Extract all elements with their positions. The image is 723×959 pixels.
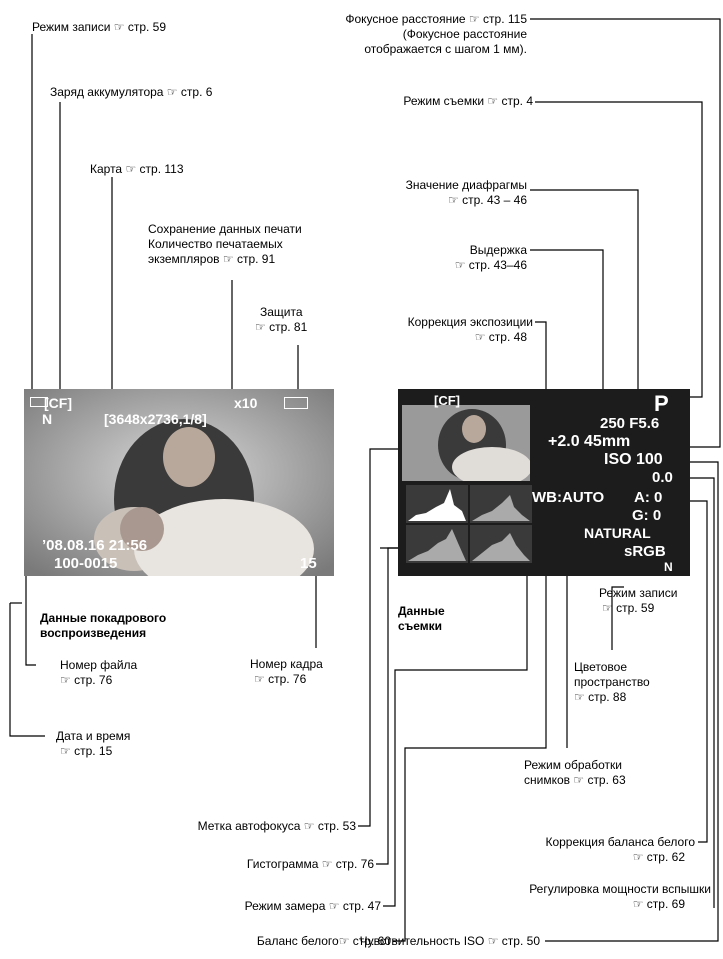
label-colorspace-3: ☞ стр. 88 <box>574 690 627 704</box>
label-protect-2: ☞ стр. 81 <box>255 320 308 334</box>
label-expcomp-2: ☞ стр. 48 <box>474 330 527 344</box>
label-histogram: Гистограмма ☞ стр. 76 <box>246 857 374 871</box>
playback-screen: [CF] x10 N [3648x2736,1/8] ’08.08.16 21:… <box>24 389 334 576</box>
label-wb-comp: Коррекция баланса белого <box>545 835 695 849</box>
white-balance: WB:AUTO <box>532 489 605 506</box>
playback-caption: Данные покадрового <box>40 611 167 625</box>
label-datetime-2: ☞ стр. 15 <box>60 744 113 758</box>
label-file-no-2: ☞ стр. 76 <box>60 673 113 687</box>
shoot-caption-2: съемки <box>398 619 443 633</box>
file-number: 100-0015 <box>54 555 118 572</box>
color-space: sRGB <box>624 543 666 560</box>
picture-mode: NATURAL <box>584 525 651 541</box>
rec-mode: N <box>42 411 53 427</box>
histogram-shapes <box>408 489 530 561</box>
label-colorspace: Цветовое <box>574 660 628 674</box>
label-battery: Заряд аккумулятора ☞ стр. 6 <box>50 85 213 99</box>
rec-mode: N <box>664 560 673 574</box>
mode: P <box>654 391 669 416</box>
label-protect: Защита <box>260 305 303 319</box>
iso: ISO 100 <box>604 451 663 468</box>
wb-a: A: 0 <box>634 489 663 506</box>
label-datetime: Дата и время <box>56 729 131 743</box>
label-wb: Баланс белого☞ стр. 60 <box>256 934 391 948</box>
label-focal: Фокусное расстояние ☞ стр. 115 <box>345 12 527 26</box>
label-focal-3: отображается с шагом 1 мм). <box>364 42 527 56</box>
label-colorspace-2: пространство <box>574 675 650 689</box>
label-aperture: Значение диафрагмы <box>405 178 527 192</box>
label-focal-2: (Фокусное расстояние <box>402 27 527 41</box>
shooting-info-screen: [CF] P 250 F5.6 +2.0 45mm ISO 100 0.0 WB… <box>398 389 690 576</box>
label-print: Сохранение данных печати <box>148 222 302 236</box>
label-picmode-2: снимков ☞ стр. 63 <box>524 773 626 787</box>
photo-mother-child <box>24 389 334 576</box>
label-frame-no: Номер кадра <box>250 657 323 671</box>
label-rec-mode-right: Режим записи <box>599 586 678 600</box>
label-expcomp: Коррекция экспозиции <box>407 315 533 329</box>
thumbnail-photo <box>402 405 530 481</box>
label-rec-mode-top: Режим записи ☞ стр. 59 <box>32 20 167 34</box>
label-flash-2: ☞ стр. 69 <box>632 897 685 911</box>
label-shutter: Выдержка <box>469 243 527 257</box>
datetime: ’08.08.16 21:56 <box>42 537 148 554</box>
card-indicator: [CF] <box>44 395 72 411</box>
print-count: x10 <box>234 395 258 411</box>
label-aperture-2: ☞ стр. 43 – 46 <box>448 193 527 207</box>
label-metering: Режим замера ☞ стр. 47 <box>244 899 381 913</box>
label-iso: Чувствительность ISO ☞ стр. 50 <box>359 934 540 948</box>
shutter-aperture: 250 F5.6 <box>600 415 660 432</box>
battery-icon <box>30 397 48 407</box>
protect-icon <box>284 397 308 409</box>
label-picmode: Режим обработки <box>524 758 622 772</box>
label-frame-no-2: ☞ стр. 76 <box>254 672 307 686</box>
label-print-3: экземпляров ☞ стр. 91 <box>148 252 276 266</box>
wb-g: G: 0 <box>632 507 662 524</box>
label-rec-mode-right-2: ☞ стр. 59 <box>602 601 655 615</box>
label-file-no: Номер файла <box>60 658 138 672</box>
label-card: Карта ☞ стр. 113 <box>90 162 184 176</box>
flash-comp: 0.0 <box>652 469 673 486</box>
resolution: [3648x2736,1/8] <box>104 411 207 427</box>
label-af-mark: Метка автофокуса ☞ стр. 53 <box>197 819 356 833</box>
expcomp-focal: +2.0 45mm <box>548 433 631 450</box>
shoot-caption: Данные <box>398 604 445 618</box>
label-shutter-2: ☞ стр. 43–46 <box>454 258 527 272</box>
label-wb-comp-2: ☞ стр. 62 <box>632 850 685 864</box>
playback-caption-2: воспроизведения <box>40 626 147 640</box>
label-flash: Регулировка мощности вспышки <box>529 882 711 896</box>
label-shoot-mode: Режим съемки ☞ стр. 4 <box>403 94 533 108</box>
frame-number: 15 <box>300 555 317 572</box>
label-print-2: Количество печатаемых <box>148 237 283 251</box>
card-indicator: [CF] <box>434 393 460 408</box>
